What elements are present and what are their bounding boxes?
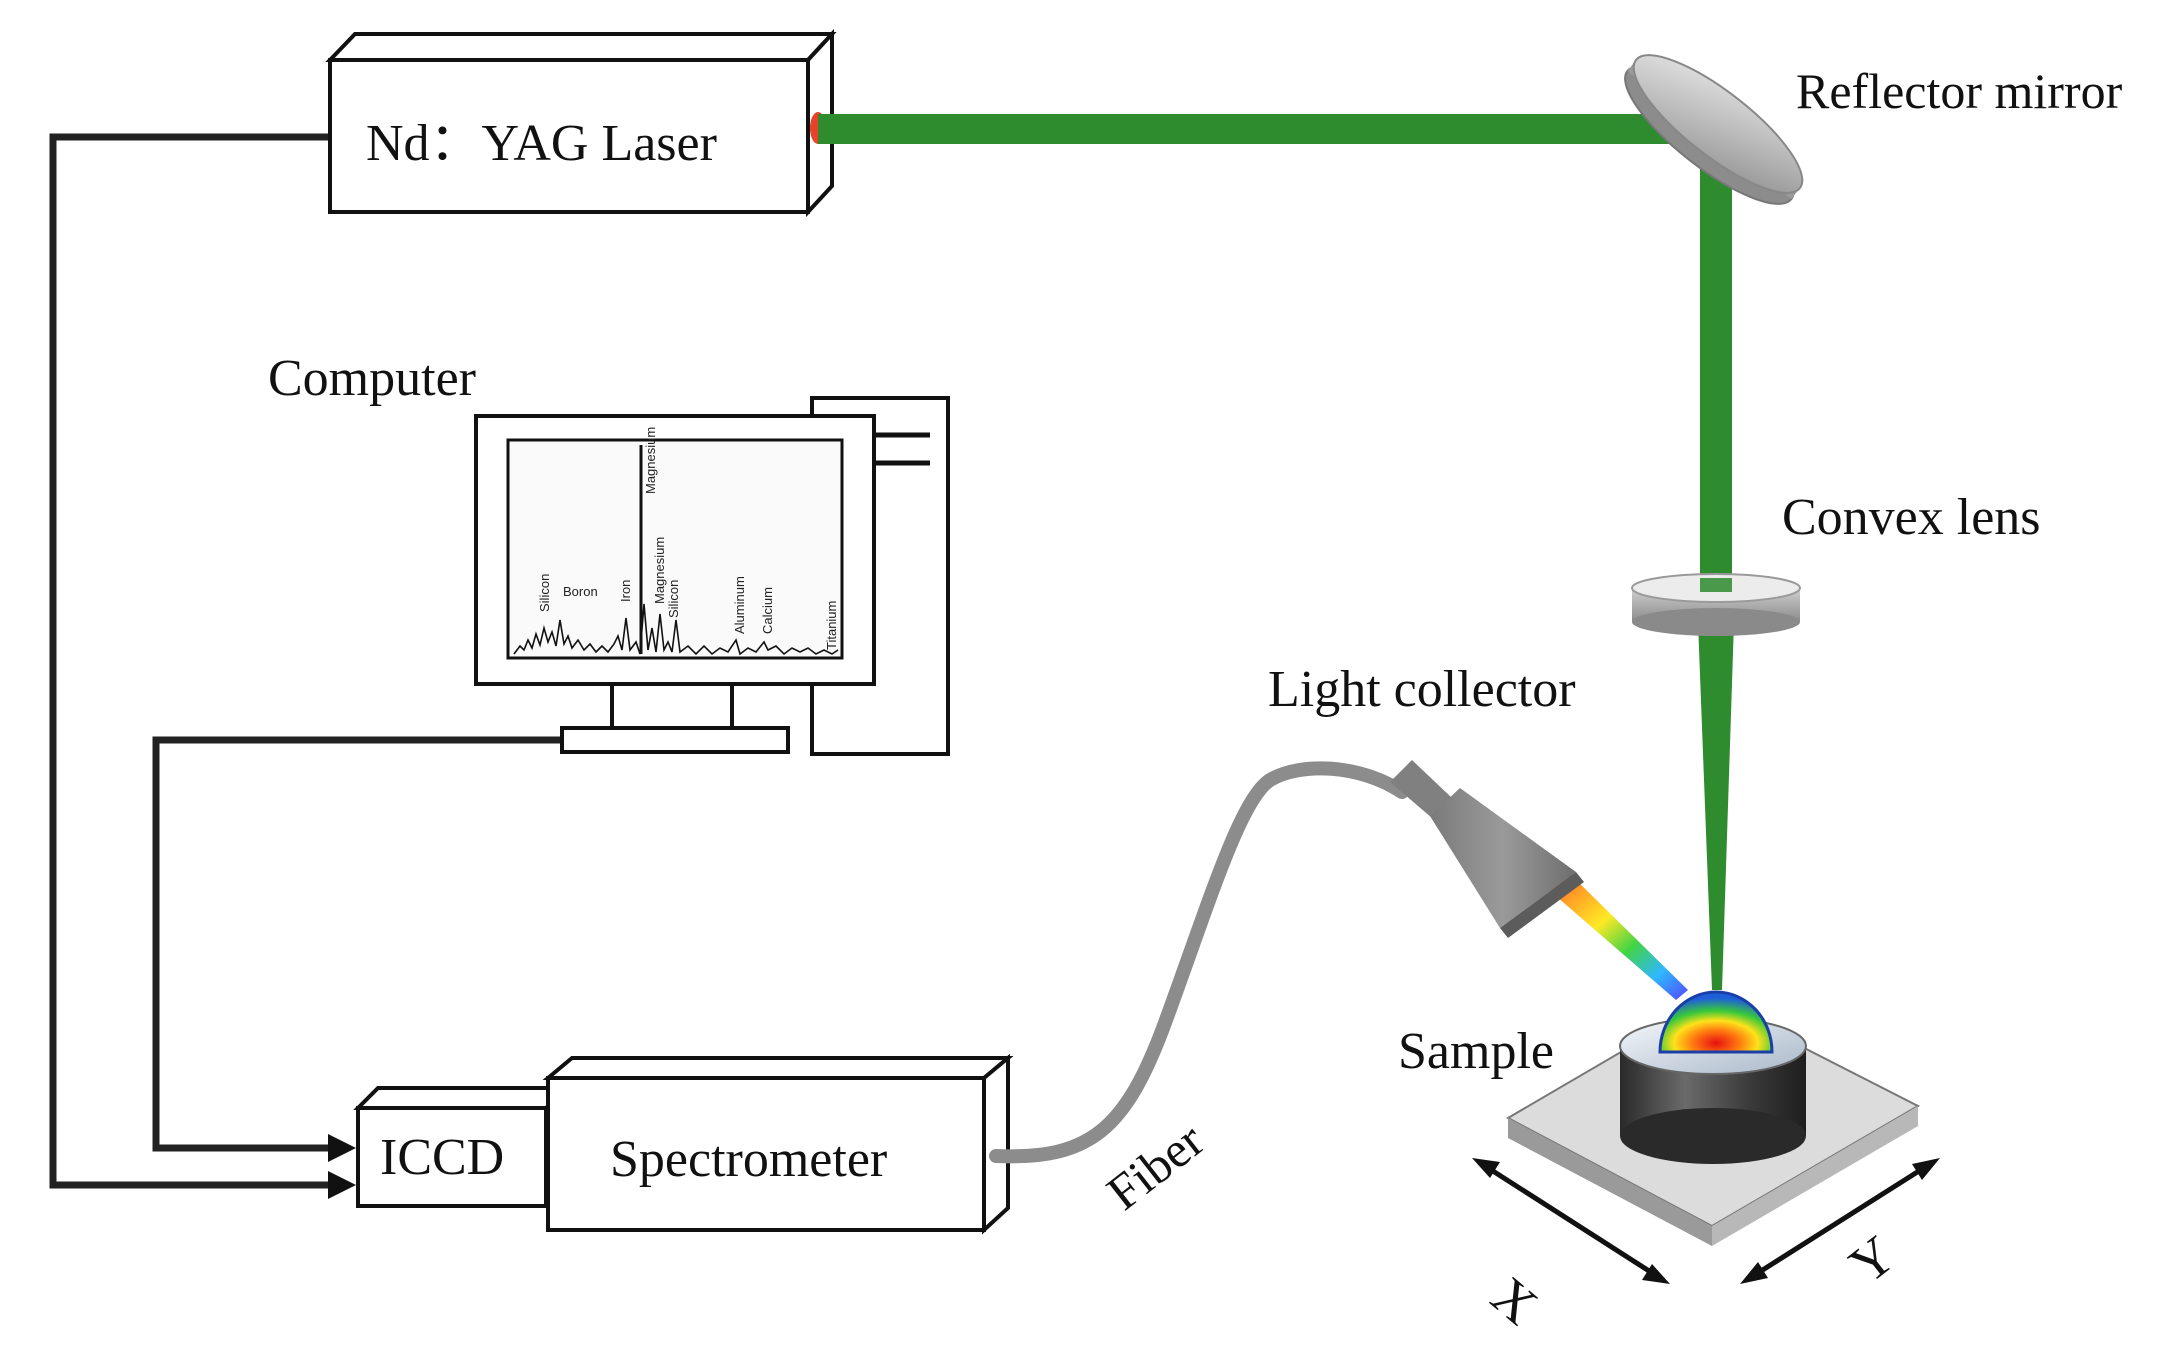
light-collector — [1390, 760, 1584, 938]
optical-fiber — [989, 761, 1409, 1164]
convex-lens-label: Convex lens — [1782, 489, 2041, 546]
peak-label-silicon-2: Silicon — [666, 580, 681, 618]
peak-label-magnesium-main: Magnesium — [643, 427, 658, 494]
keyboard-base — [560, 726, 790, 754]
sample-label: Sample — [1398, 1023, 1554, 1080]
nd-yag-laser: Nd：YAG Laser — [325, 28, 837, 218]
peak-label-aluminum: Aluminum — [732, 576, 747, 634]
peak-label-titanium: Titanium — [824, 601, 839, 650]
laser-beam-horizontal — [818, 114, 1688, 144]
arrowhead-icon — [328, 1171, 356, 1199]
wire-computer-to-iccd — [152, 736, 562, 1162]
arrowhead-icon — [328, 1134, 356, 1162]
laser-label: Nd：YAG Laser — [366, 115, 717, 172]
spectrometer: Spectrometer — [542, 1053, 1014, 1235]
reflector-mirror — [1624, 54, 1804, 205]
focused-beam — [1698, 622, 1734, 990]
peak-label-magnesium: Magnesium — [652, 537, 667, 604]
peak-label-iron: Iron — [618, 580, 633, 602]
laser-plasma — [1658, 990, 1774, 1054]
x-axis-arrow — [1472, 1158, 1670, 1284]
screen-spectrum-trace — [513, 603, 839, 656]
spectrometer-label: Spectrometer — [610, 1131, 887, 1188]
x-axis-label: X — [1480, 1265, 1548, 1336]
peak-label-boron: Boron — [563, 584, 598, 599]
iccd: ICCD — [353, 1086, 571, 1208]
y-axis-label: Y — [1838, 1224, 1906, 1295]
emission-light-cone — [1542, 872, 1688, 1000]
light-collector-label: Light collector — [1268, 661, 1576, 718]
computer-label: Computer — [268, 350, 476, 407]
wire-laser-to-iccd — [49, 133, 356, 1199]
reflector-label: Reflector mirror — [1796, 63, 2123, 119]
computer: Silicon Boron Iron Magnesium Magnesium S… — [474, 396, 950, 756]
iccd-label: ICCD — [380, 1129, 504, 1186]
peak-label-silicon: Silicon — [537, 574, 552, 612]
peak-label-calcium: Calcium — [760, 587, 775, 634]
laser-beam-vertical — [1700, 150, 1732, 590]
convex-lens — [1631, 573, 1801, 636]
y-axis-arrow — [1740, 1158, 1940, 1284]
